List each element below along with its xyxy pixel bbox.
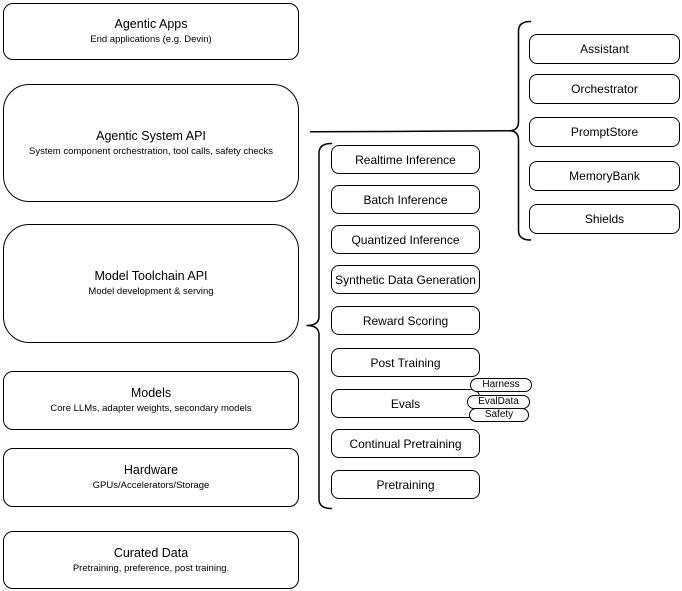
node-label: Batch Inference	[363, 192, 448, 207]
toolchain-bracket	[306, 142, 333, 510]
badge-harness: Harness	[470, 378, 532, 392]
node-label: Realtime Inference	[355, 152, 456, 167]
node-label: Quantized Inference	[351, 232, 460, 247]
node-subtitle: Core LLMs, adapter weights, secondary mo…	[50, 403, 252, 414]
node-orchestrator: Orchestrator	[529, 74, 680, 104]
node-title: Model Toolchain API	[94, 269, 208, 283]
node-label: Assistant	[580, 42, 629, 56]
node-title: Agentic Apps	[114, 17, 188, 31]
node-label: Shields	[584, 212, 625, 226]
node-subtitle: Model development & serving	[88, 286, 214, 297]
node-label: Evals	[390, 396, 421, 411]
node-label: Synthetic Data Generation	[335, 272, 476, 287]
node-models: Models Core LLMs, adapter weights, secon…	[3, 371, 299, 430]
system-components-bracket	[508, 20, 532, 241]
node-title: Hardware	[123, 463, 179, 477]
node-batch-inference: Batch Inference	[331, 185, 480, 214]
node-label: PromptStore	[570, 125, 639, 139]
node-quantized-inference: Quantized Inference	[331, 225, 480, 254]
badge-label: Safety	[484, 409, 514, 420]
node-post-training: Post Training	[331, 348, 480, 377]
node-memorybank: MemoryBank	[529, 161, 680, 191]
node-pretraining: Pretraining	[331, 470, 480, 499]
node-synthetic-data-generation: Synthetic Data Generation	[331, 265, 480, 294]
badge-label: Harness	[482, 379, 520, 390]
badge-safety: Safety	[469, 408, 529, 422]
node-assistant: Assistant	[529, 34, 680, 64]
node-curated-data: Curated Data Pretraining, preference, po…	[3, 531, 299, 589]
node-subtitle: Pretraining, preference, post training.	[72, 562, 230, 574]
node-subtitle: GPUs/Accelerators/Storage	[92, 480, 210, 491]
node-label: Orchestrator	[571, 82, 638, 96]
node-agentic-apps: Agentic Apps End applications (e.g. Devi…	[3, 3, 299, 60]
node-agentic-system-api: Agentic System API System component orch…	[3, 84, 299, 202]
node-subtitle: End applications (e.g. Devin)	[90, 34, 212, 45]
node-label: Continual Pretraining	[349, 436, 462, 451]
node-label: Pretraining	[376, 477, 435, 492]
node-realtime-inference: Realtime Inference	[331, 145, 480, 174]
node-promptstore: PromptStore	[529, 117, 680, 147]
badge-evaldata: EvalData	[467, 395, 530, 409]
node-hardware: Hardware GPUs/Accelerators/Storage	[3, 448, 299, 507]
node-reward-scoring: Reward Scoring	[331, 306, 480, 335]
node-label: Post Training	[370, 355, 441, 370]
node-label: Reward Scoring	[362, 313, 449, 328]
node-title: Agentic System API	[96, 128, 206, 143]
node-evals: Evals	[331, 389, 480, 418]
node-title: Curated Data	[113, 545, 189, 560]
node-model-toolchain-api: Model Toolchain API Model development & …	[3, 224, 299, 343]
badge-label: EvalData	[478, 396, 519, 407]
node-label: MemoryBank	[569, 169, 640, 183]
node-subtitle: System component orchestration, tool cal…	[29, 145, 273, 157]
node-title: Models	[130, 386, 172, 400]
agentic-system-connector-line	[309, 130, 510, 133]
node-shields: Shields	[529, 204, 680, 234]
node-continual-pretraining: Continual Pretraining	[331, 429, 480, 458]
